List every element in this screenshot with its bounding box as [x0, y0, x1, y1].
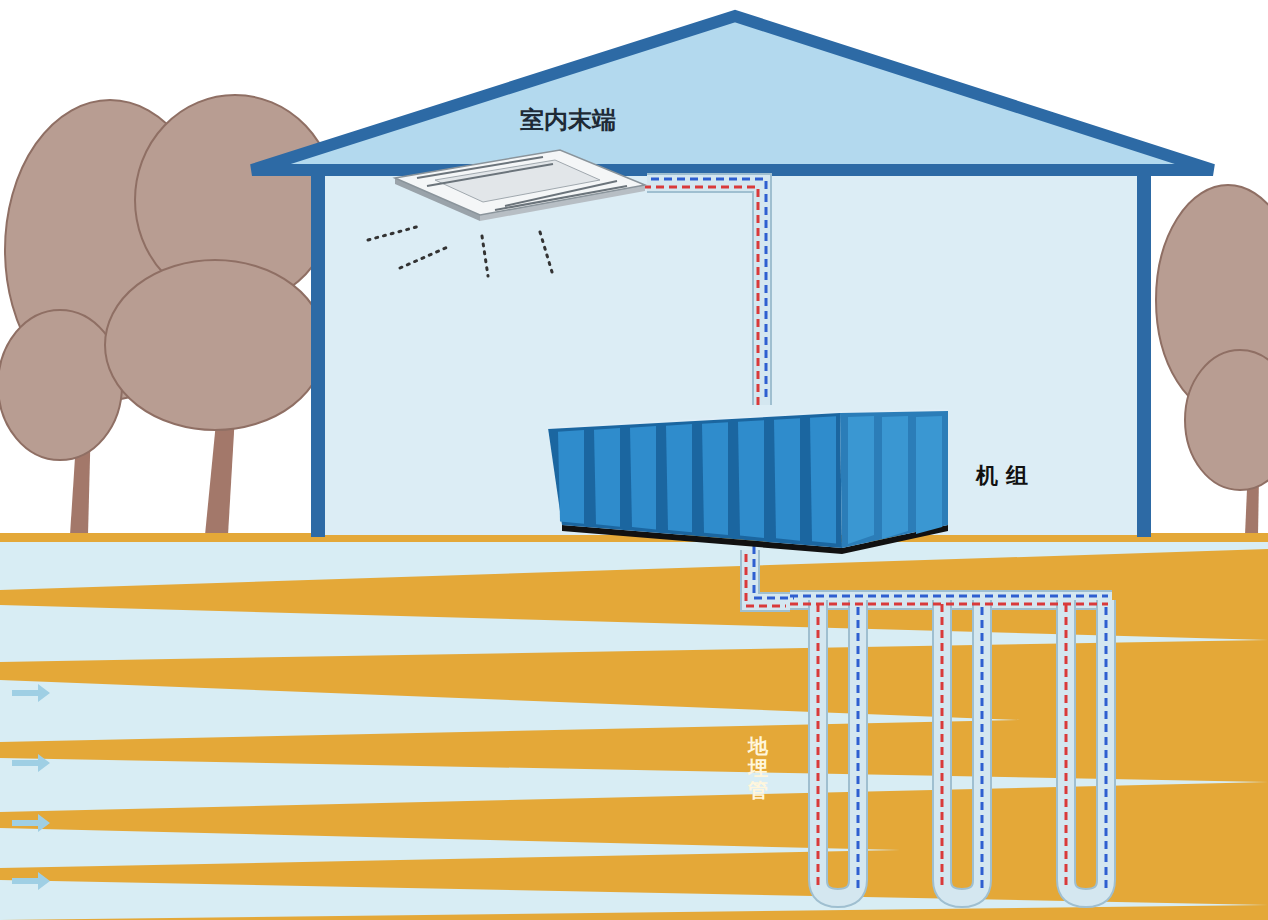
indoor-terminal: 室内末端 — [395, 148, 647, 218]
ground-loop — [790, 596, 1112, 898]
return-flow-line — [754, 546, 794, 598]
supply-flow-line — [643, 187, 758, 409]
pipe-group — [746, 546, 794, 606]
soil-layers — [0, 533, 1268, 920]
pipe-connector — [750, 550, 790, 602]
pipe-outline — [647, 183, 762, 405]
ground-loop-field: 地埋管 — [790, 590, 1125, 905]
heat-pump-unit: 机组 — [548, 405, 948, 550]
cassette-unit — [395, 148, 647, 218]
pipe-group — [643, 179, 766, 409]
node-label: 地埋管 — [748, 735, 768, 801]
unit-housing — [548, 405, 948, 550]
node-label: 机组 — [976, 461, 1036, 491]
return-flow-line — [651, 179, 766, 401]
pipe-outline — [750, 550, 790, 602]
node-label: 室内末端 — [520, 104, 616, 136]
air-flow — [368, 226, 552, 276]
pipe-connector — [647, 183, 762, 405]
